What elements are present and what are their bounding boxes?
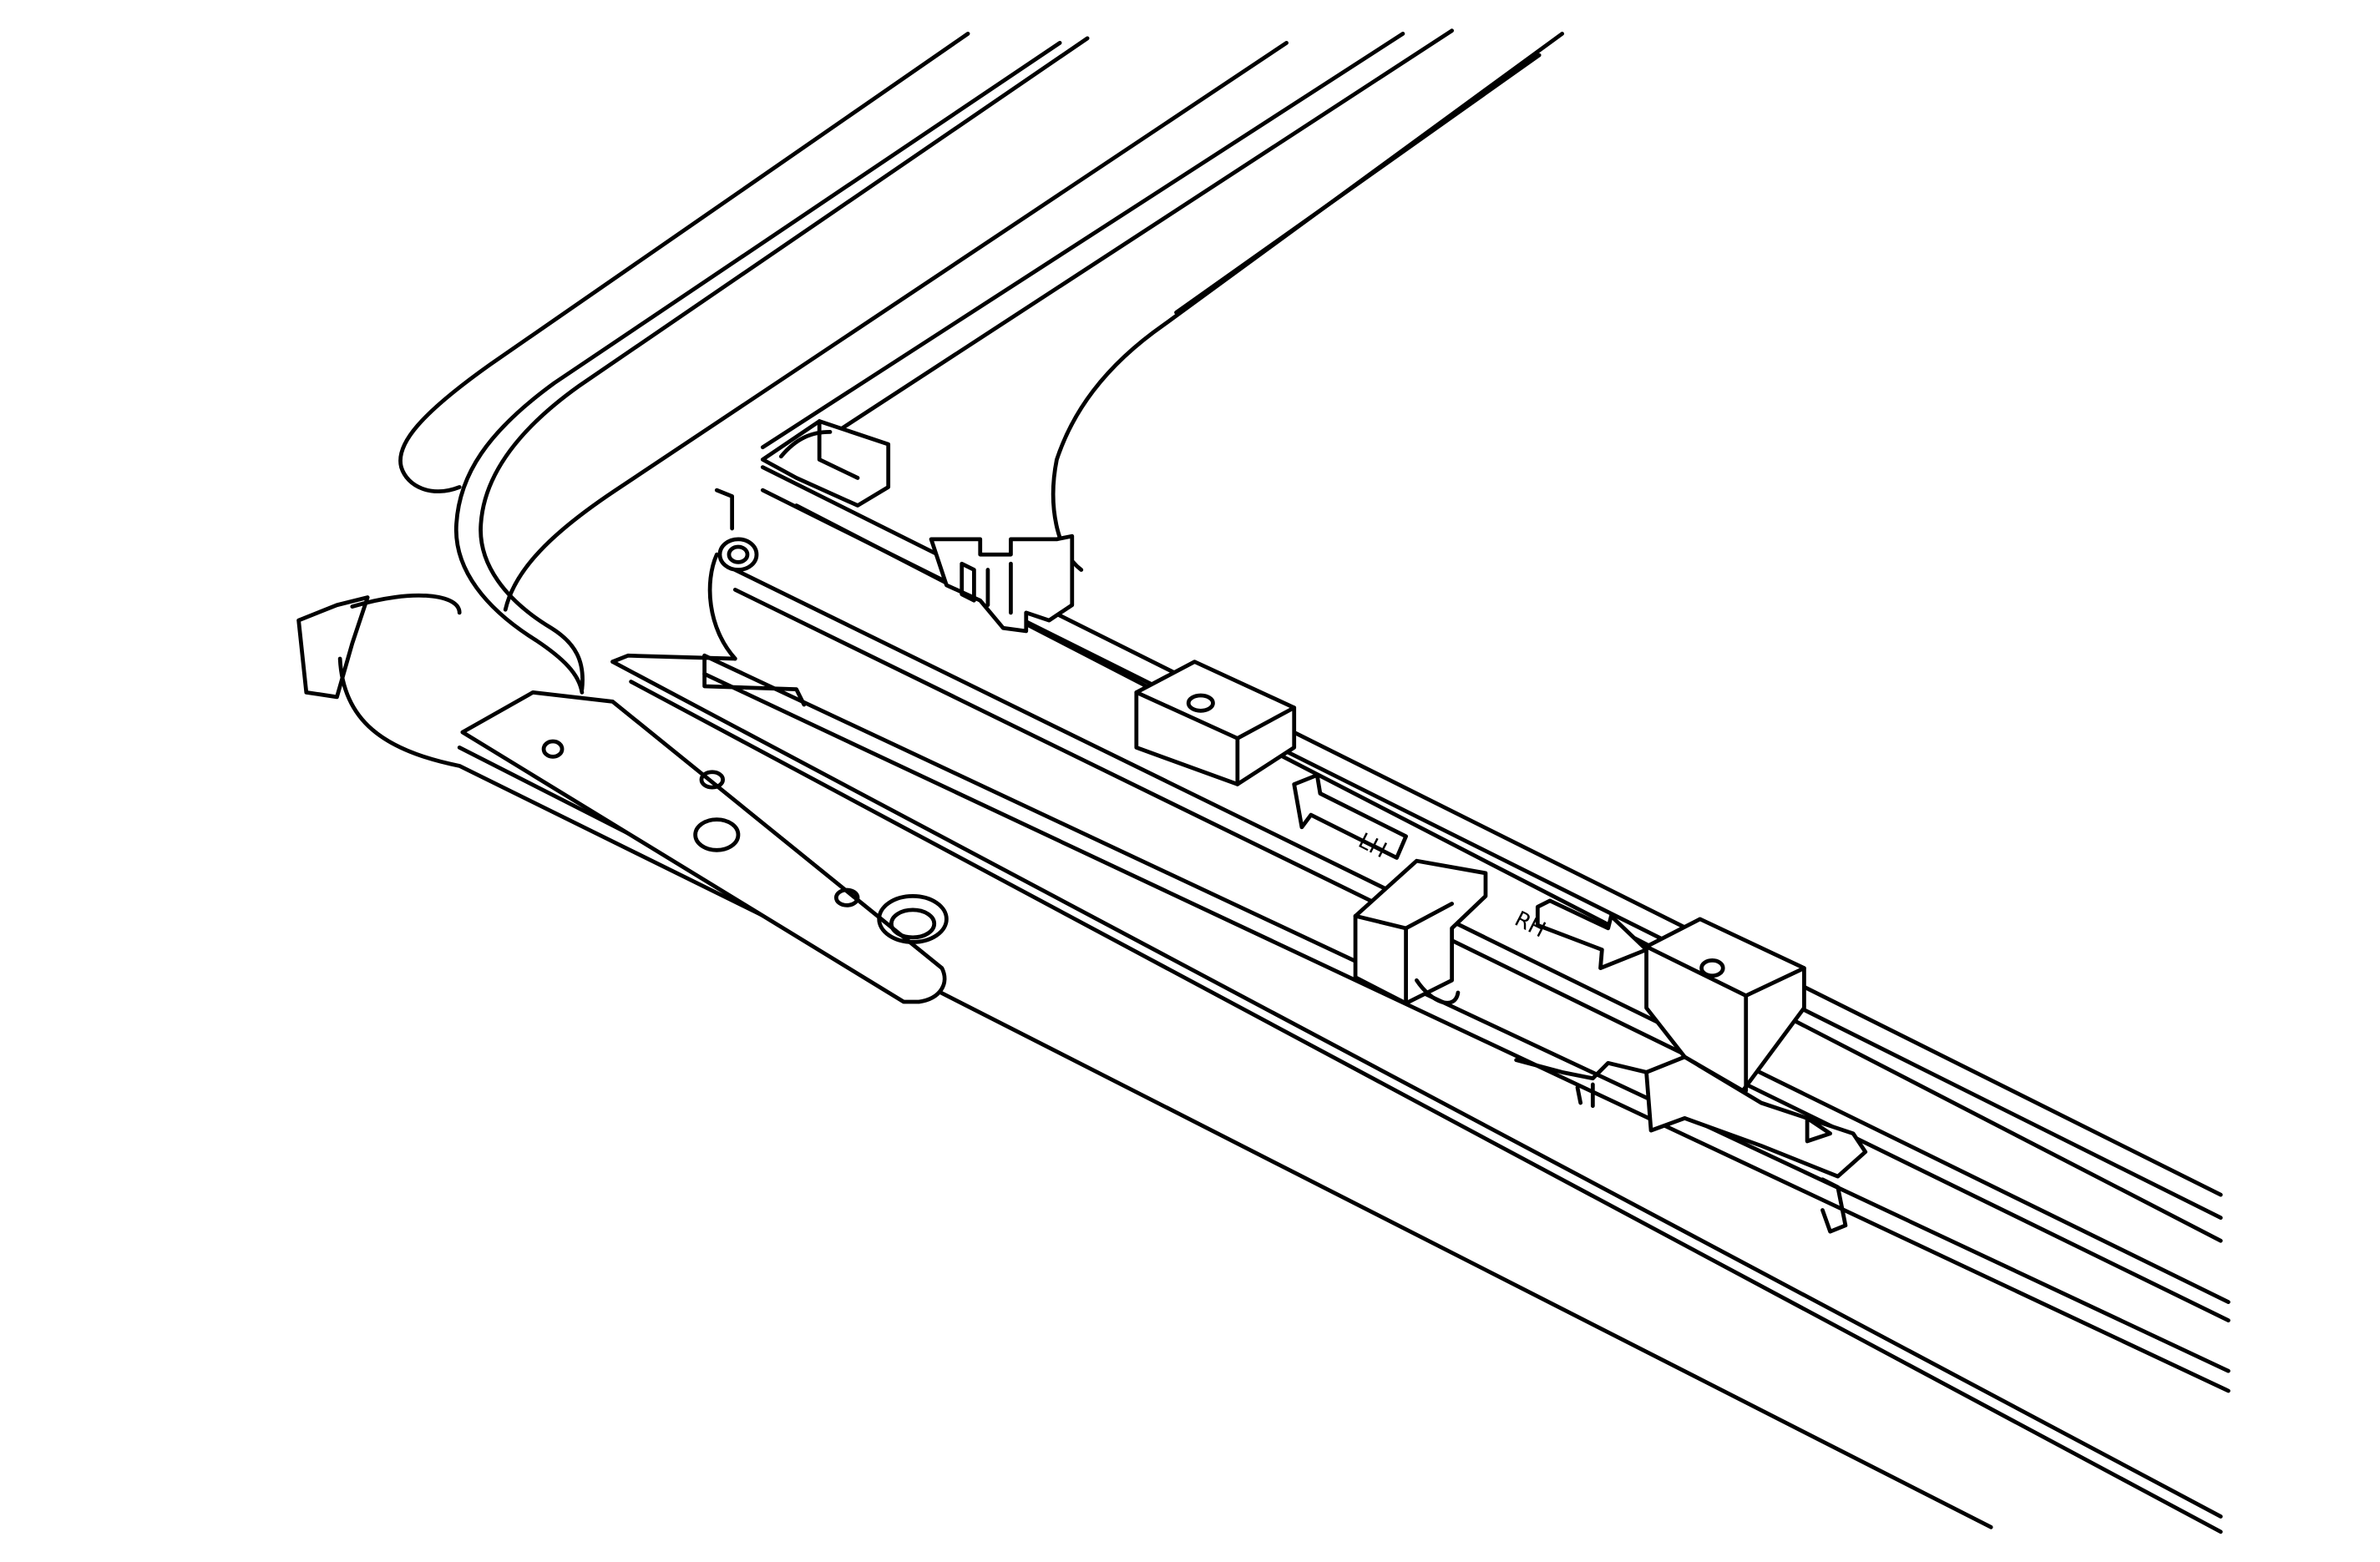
slide-block-hole <box>1186 693 1215 713</box>
mounting-plate <box>460 690 949 1004</box>
pivot-hole <box>717 537 759 572</box>
slide-block-hole <box>1699 958 1725 978</box>
mounting-hole <box>889 907 937 940</box>
latch-clip <box>929 533 1075 634</box>
mounting-hole <box>541 739 565 759</box>
rear-corner-block <box>760 419 891 508</box>
cam-linkage <box>1514 1054 1868 1234</box>
mounting-hole <box>693 817 741 852</box>
outer-frame-flange <box>398 28 1565 695</box>
lh-arrow-icon <box>1292 773 1408 860</box>
mounting-hole <box>833 887 860 907</box>
mounting-hole <box>877 893 949 944</box>
left-slide-block <box>1134 660 1297 786</box>
middle-slide-block <box>1353 858 1488 1006</box>
mounting-hole <box>699 770 726 790</box>
right-slide-block <box>1644 917 1806 1093</box>
rh-arrow-icon <box>1535 898 1648 970</box>
left-end-cap <box>296 593 921 995</box>
